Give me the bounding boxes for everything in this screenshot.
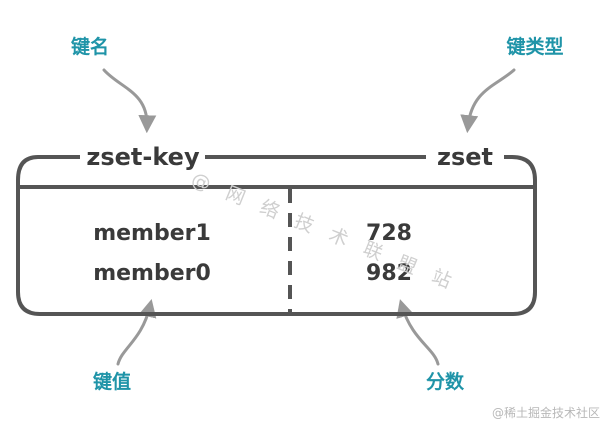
- zset-key-label: zset-key: [86, 143, 200, 171]
- label-key-value: 键值: [92, 370, 131, 393]
- zset-box: [16, 155, 537, 316]
- zset-type-label: zset: [437, 143, 493, 171]
- score-cell: 728: [366, 221, 412, 246]
- arrow-to-key: [102, 68, 157, 134]
- arrow-to-type: [460, 68, 516, 134]
- member-cell: member1: [93, 221, 211, 246]
- score-cell: 982: [366, 261, 412, 286]
- label-key-type: 键类型: [505, 35, 563, 58]
- member-cell: member0: [93, 261, 211, 286]
- label-score: 分数: [426, 370, 465, 393]
- credit-text: @稀土掘金技术社区: [492, 405, 600, 420]
- label-key-name: 键名: [70, 35, 109, 58]
